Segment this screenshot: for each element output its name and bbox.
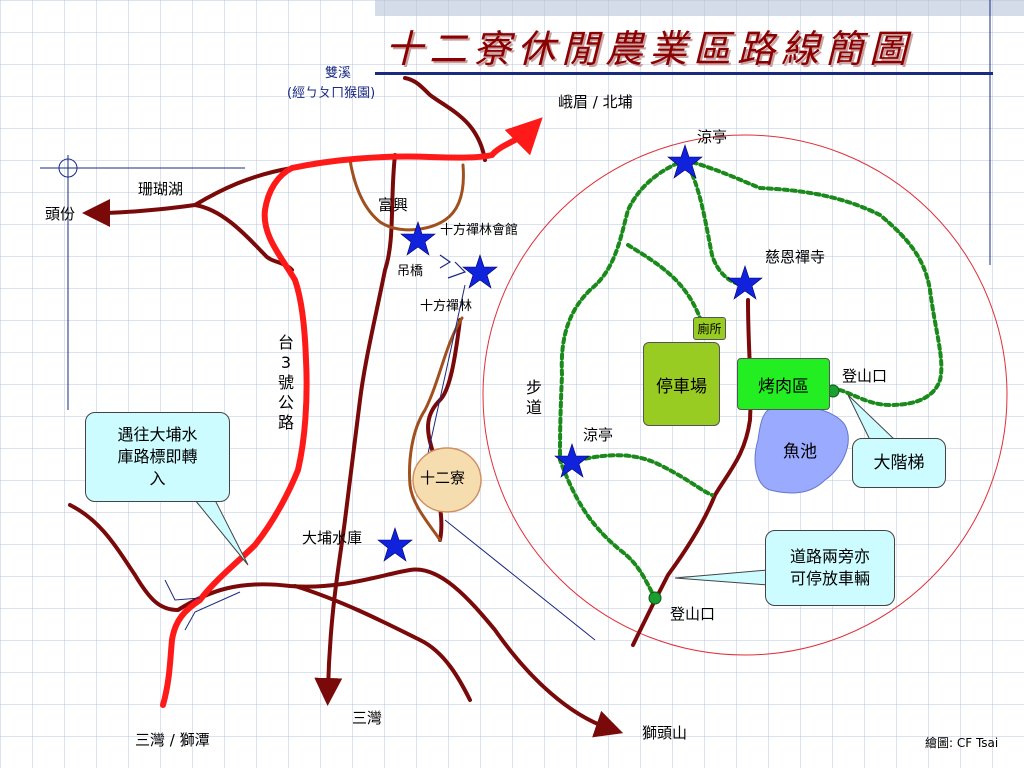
- pointer-dapu: [193, 499, 249, 566]
- callout-big-stairs: 大階梯: [852, 438, 946, 488]
- suspension-bridge-symbol: [439, 254, 467, 279]
- bbq-box: 烤肉區: [737, 358, 830, 410]
- stars: [377, 144, 763, 562]
- toilet-box: 廁所: [693, 317, 726, 340]
- label-cien-temple: 慈恩禪寺: [765, 248, 826, 266]
- shierliao-branch: [408, 316, 464, 542]
- label-trailhead-south: 登山口: [670, 605, 716, 623]
- label-emei: 峨眉 / 北埔: [558, 93, 633, 111]
- farm-area-circle: [482, 134, 1008, 656]
- label-sanwan: 三灣: [352, 709, 383, 727]
- label-shuangxi: 雙溪: [325, 66, 352, 81]
- star-pavilion-top-icon: [667, 144, 703, 179]
- label-fuxing: 富興: [378, 196, 409, 214]
- trail-west-loop: [557, 158, 687, 600]
- road-shuangxi: [403, 76, 487, 162]
- label-trailhead-east: 登山口: [842, 367, 888, 385]
- label-sanwan-shitan: 三灣 / 獅潭: [135, 731, 210, 749]
- label-shifang-hall: 十方禪林會館: [440, 223, 519, 238]
- page-title: 十二寮休閒農業區路線簡圖: [385, 27, 914, 71]
- fish-pond-shape: [754, 405, 849, 494]
- callout-dapu-turn: 遇往大埔水庫路標即轉入: [85, 412, 230, 502]
- label-dapu-reservoir: 大埔水庫: [302, 529, 363, 547]
- star-pavilion-left-icon: [554, 443, 590, 478]
- trail-pavilion-left: [568, 453, 714, 497]
- label-shuangxi-sub: (經ㄅㄆㄇ猴園): [287, 86, 376, 101]
- trailhead-south-dot: [648, 591, 662, 605]
- branch-roads: [348, 158, 465, 542]
- label-fish-pond: 魚池: [783, 442, 817, 462]
- label-pavilion-top: 涼亭: [697, 128, 728, 146]
- title-underline: [375, 72, 993, 75]
- callout-pointers: [193, 394, 897, 586]
- hiking-trails: [557, 158, 944, 600]
- label-suspension-bridge: 吊橋: [397, 264, 424, 279]
- label-pavilion-left: 涼亭: [583, 426, 614, 444]
- label-trail: 步道: [525, 378, 542, 417]
- trail-east-loop: [683, 158, 944, 408]
- fuxing-loop: [348, 158, 465, 232]
- star-shifang-icon: [462, 254, 498, 289]
- road-sanwan: [293, 584, 472, 702]
- bridge-brackets: [164, 579, 241, 631]
- trail-to-toilet: [626, 243, 702, 320]
- label-toufen: 頭份: [45, 205, 76, 223]
- label-shierliao: 十二寮: [420, 469, 466, 487]
- road-central-north: [314, 153, 397, 706]
- callout-roadside-parking: 道路兩旁亦可停放車輛: [765, 530, 895, 606]
- highway-route: [160, 117, 543, 708]
- label-shitoushan: 獅頭山: [642, 724, 688, 742]
- shierliao-marker: [412, 447, 482, 513]
- label-shanhuhu: 珊瑚湖: [138, 180, 184, 198]
- star-dapu-icon: [377, 527, 413, 562]
- road-shanhuhu-loop: [193, 203, 294, 272]
- credit-text: 繪圖: CF Tsai: [925, 736, 999, 750]
- pointer-parking: [674, 569, 769, 586]
- label-shifang: 十方禪林: [420, 299, 473, 314]
- parking-box: 停車場: [643, 342, 720, 426]
- star-temple-icon: [727, 265, 763, 300]
- road-main-south: [68, 503, 624, 738]
- star-shifang-hall-icon: [400, 221, 436, 256]
